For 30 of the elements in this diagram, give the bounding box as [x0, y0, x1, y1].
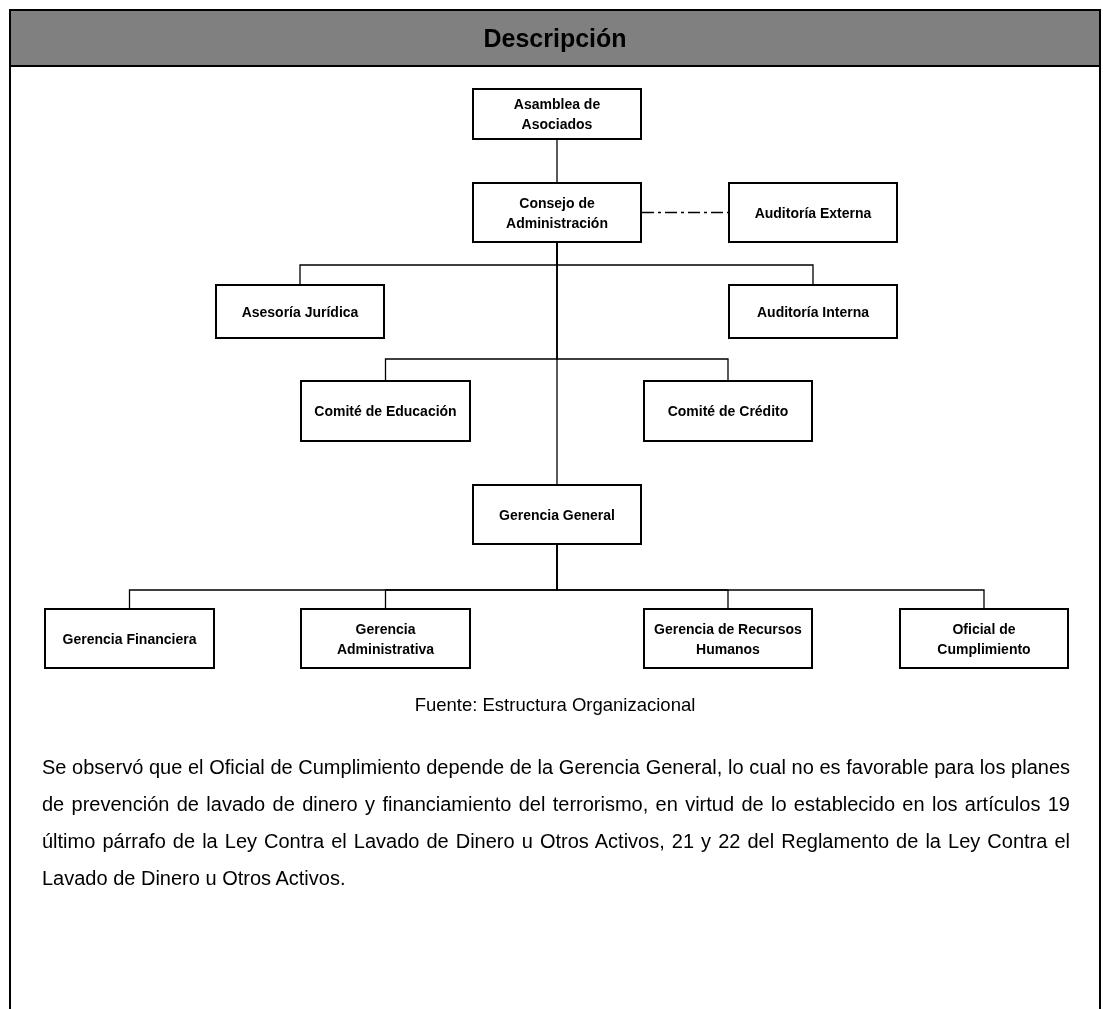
- source-caption: Fuente: Estructura Organizacional: [413, 693, 697, 717]
- unit-label: Comité de Crédito: [667, 402, 789, 421]
- org-unit-box: [728, 284, 898, 339]
- unit-label: Oficial de Cumplimiento: [936, 619, 1032, 659]
- connector-line: [556, 139, 558, 183]
- org-unit-box: [215, 284, 385, 339]
- org-unit-box: [300, 380, 471, 442]
- unit-label: Auditoría Interna: [757, 302, 869, 322]
- org-unit-box: [899, 608, 1069, 669]
- org-unit-box: [472, 182, 642, 243]
- org-unit-box: [728, 182, 898, 243]
- unit-label: Asamblea de Asociados: [512, 95, 602, 134]
- org-unit-box: [472, 484, 642, 545]
- unit-label: Gerencia Administrativa: [335, 619, 436, 659]
- org-unit-box: [643, 608, 813, 669]
- description-paragraph: Se observó que el Oficial de Cumplimiento depende de la Gerencia General, lo cual no es favorable para los planes de prevención de lavado de dinero y financiamiento del terrorismo, en virtud de lo establecido en los artículos 19 último párrafo de la Ley Contra el Lavado de Dinero u Otros Activos, 21 y 22 del Reglamento de la Ley Contra el Lavado de Dinero u Otros Activos.: [42, 755, 1070, 891]
- org-unit-box: [472, 88, 642, 140]
- org-unit-box: [44, 608, 215, 669]
- org-unit-box: [300, 608, 471, 669]
- unit-label: Gerencia General: [499, 505, 615, 525]
- unit-label: Comité de Educación: [314, 402, 457, 421]
- unit-label: Consejo de Administración: [505, 193, 609, 233]
- unit-label: Asesoría Jurídica: [241, 302, 359, 322]
- unit-label: Auditoría Externa: [754, 203, 872, 223]
- connector-line: [556, 544, 985, 609]
- unit-label: Gerencia Financiera: [62, 629, 197, 649]
- org-unit-box: [643, 380, 813, 442]
- unit-label: Gerencia de Recursos Humanos: [653, 619, 803, 659]
- title: Descripción: [483, 23, 627, 53]
- connector-line: [556, 242, 558, 485]
